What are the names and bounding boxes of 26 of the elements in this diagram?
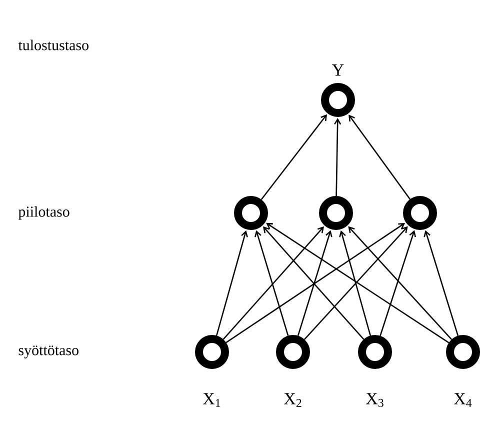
neuron-ring	[234, 196, 268, 230]
layer-label: syöttötaso	[18, 346, 78, 358]
layer-label: tulostustaso	[18, 40, 88, 50]
arrow	[266, 222, 450, 344]
neuron-ring	[319, 196, 353, 230]
layer-label: piilotaso	[18, 206, 70, 220]
arrow	[334, 118, 342, 196]
arrow	[297, 230, 332, 336]
arrow	[380, 230, 416, 336]
node-label: X$_{4}$	[454, 393, 472, 407]
arrow	[348, 226, 452, 340]
arrow	[222, 226, 324, 340]
arrow	[226, 223, 406, 344]
arrow	[304, 226, 408, 340]
node-label: X$_{3}$	[366, 393, 384, 407]
arrow	[348, 114, 411, 200]
arrow	[262, 226, 364, 340]
node-label: Y	[332, 64, 344, 76]
arrow	[260, 114, 328, 200]
arrow	[339, 230, 372, 336]
arrow	[424, 230, 459, 336]
neuron-ring	[403, 196, 437, 230]
arrow	[254, 230, 289, 336]
node-label: X$_{1}$	[203, 393, 220, 407]
node-label: X$_{2}$	[284, 393, 302, 407]
arrow	[216, 230, 248, 336]
